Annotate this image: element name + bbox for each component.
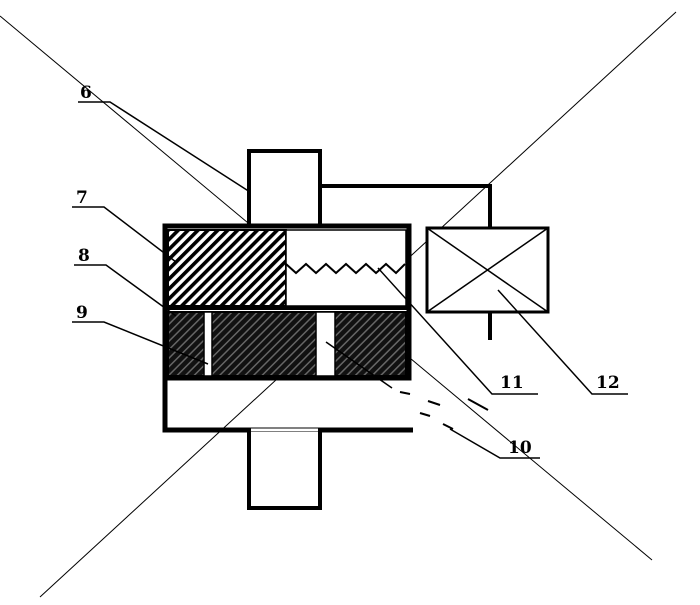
leader-12: 12 <box>497 289 628 395</box>
slot-hole-left <box>203 311 213 377</box>
spring-11 <box>285 262 406 275</box>
label-10: 10 <box>508 438 532 458</box>
leader-9: 9 <box>72 303 209 365</box>
leader-8: 8 <box>74 246 177 317</box>
slot-hole-right <box>315 311 336 377</box>
label-8: 8 <box>78 246 90 266</box>
leader-7: 7 <box>72 188 177 263</box>
bottom-channel <box>162 378 413 433</box>
hatched-block-7 <box>167 229 287 307</box>
label-6: 6 <box>80 83 92 103</box>
top-pipe <box>247 149 322 229</box>
connection-line <box>320 184 492 228</box>
leader-6: 6 <box>78 83 251 193</box>
bottom-pipe <box>247 428 322 510</box>
box-12 <box>425 226 550 340</box>
leader-11: 11 <box>377 267 538 395</box>
leader-10: 10 <box>325 341 540 459</box>
label-9: 9 <box>76 303 88 323</box>
dashed-flow-10 <box>399 391 489 430</box>
chamber-11 <box>285 229 407 307</box>
label-7: 7 <box>76 188 88 208</box>
label-11: 11 <box>500 373 524 393</box>
label-12: 12 <box>596 373 620 393</box>
